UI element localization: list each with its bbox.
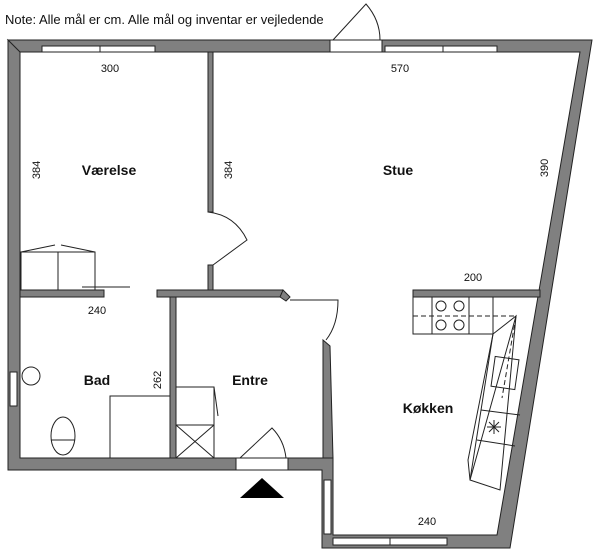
room-label-entre: Entre (232, 372, 268, 388)
bathroom-fixtures (21, 366, 171, 459)
room-label-vaerelse: Værelse (82, 162, 137, 178)
stove-icon (435, 300, 465, 331)
dim-stue-width: 570 (391, 63, 409, 75)
windows (9, 45, 498, 546)
note-text: Note: Alle mål er cm. Alle mål og invent… (5, 12, 324, 27)
dim-vaerelse-width: 300 (101, 63, 119, 75)
dim-bad-width: 240 (88, 305, 106, 317)
dim-stue-depth-left: 384 (223, 161, 235, 179)
room-label-stue: Stue (383, 162, 414, 178)
sink-icon (21, 366, 41, 386)
dim-vaerelse-depth: 384 (31, 161, 43, 179)
shower-area (109, 395, 171, 459)
room-label-bad: Bad (84, 372, 110, 388)
outer-walls (6, 38, 593, 549)
dim-kitchen-counter: 200 (464, 272, 482, 284)
dim-stue-depth-right: 390 (539, 159, 551, 177)
fan-icon (487, 420, 501, 434)
entrance-arrow-icon (240, 478, 284, 498)
doors (207, 3, 383, 498)
kitchen (412, 296, 521, 491)
wardrobe (20, 244, 130, 291)
dim-bad-depth: 262 (152, 371, 164, 389)
dim-kitchen-width: 240 (418, 516, 436, 528)
toilet-icon (50, 416, 76, 456)
kitchen-sink-icon (490, 355, 520, 391)
entre-cabinets (175, 386, 219, 459)
room-label-kokken: Køkken (403, 400, 454, 416)
interior-walls (19, 51, 541, 459)
